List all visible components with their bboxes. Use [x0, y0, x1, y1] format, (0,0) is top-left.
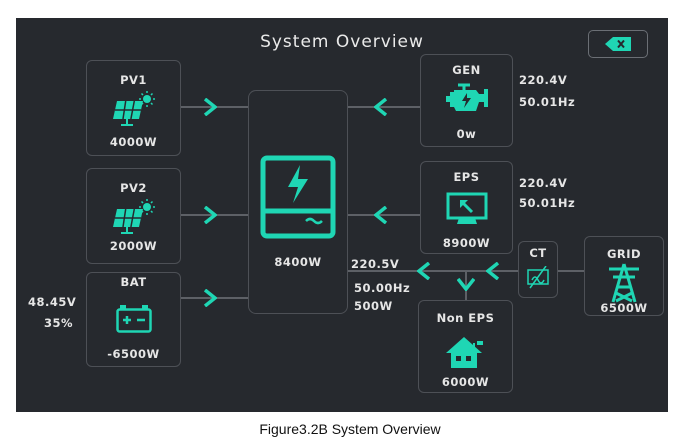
grid-label: GRID	[606, 247, 642, 261]
inverter-power: 8400W	[274, 255, 322, 269]
generator-engine-icon	[445, 83, 488, 111]
eps-label: EPS	[453, 170, 480, 184]
inverter-icon	[260, 155, 336, 239]
gen-power: 0w	[456, 127, 477, 141]
gen-frequency: 50.01Hz	[519, 95, 576, 109]
pv1-power: 4000W	[109, 135, 158, 149]
back-button[interactable]	[588, 30, 648, 58]
grid-power: 6500W	[600, 301, 648, 315]
pv2-card[interactable]: PV2 2000W	[86, 168, 181, 264]
figure-caption: Figure3.2B System Overview	[259, 421, 441, 437]
eps-card[interactable]: EPS 8900W	[420, 161, 513, 254]
backspace-icon	[605, 37, 631, 51]
eps-voltage: 220.4V	[519, 176, 568, 190]
gen-voltage: 220.4V	[519, 73, 568, 87]
pv2-power: 2000W	[109, 239, 158, 253]
grid-flow-arrow-left	[486, 262, 500, 280]
pv1-card[interactable]: PV1 4000W	[86, 60, 181, 156]
non-eps-power: 6000W	[441, 375, 490, 389]
gen-label: GEN	[452, 63, 481, 77]
non-eps-drop-line	[465, 270, 467, 300]
bat-voltage: 48.45V	[28, 295, 77, 309]
pv2-flow-arrow	[203, 206, 217, 224]
system-overview-screen: System Overview PV1 4000W PV2	[16, 18, 668, 412]
solar-panel-icon	[112, 91, 155, 126]
house-plug-icon	[445, 337, 483, 368]
non-eps-flow-arrow-down	[457, 277, 475, 291]
battery-icon	[115, 305, 152, 333]
bat-flow-arrow	[203, 289, 217, 307]
ct-card[interactable]: CT	[518, 241, 558, 298]
ct-label: CT	[529, 246, 547, 260]
pv1-flow-arrow	[203, 98, 217, 116]
output-voltage: 220.5V	[351, 257, 400, 271]
output-power: 500W	[354, 299, 393, 313]
monitor-icon	[446, 192, 487, 224]
bat-soc: 35%	[44, 316, 74, 330]
screen-title: System Overview	[260, 32, 424, 52]
transmission-tower-icon	[609, 263, 639, 303]
solar-panel-icon	[112, 199, 155, 234]
bat-card[interactable]: BAT -6500W	[86, 272, 181, 367]
eps-power: 8900W	[442, 236, 491, 250]
current-transformer-icon	[527, 266, 549, 289]
output-flow-arrow-left	[417, 262, 431, 280]
grid-card[interactable]: GRID 6500W	[584, 236, 664, 316]
gen-line	[348, 106, 420, 108]
non-eps-card[interactable]: Non EPS 6000W	[418, 300, 513, 393]
bat-label: BAT	[120, 275, 147, 289]
pv1-label: PV1	[120, 73, 147, 87]
bat-power: -6500W	[107, 347, 160, 361]
gen-card[interactable]: GEN 0w	[420, 54, 513, 147]
eps-line	[348, 214, 420, 216]
eps-flow-arrow	[374, 206, 388, 224]
pv2-label: PV2	[120, 181, 147, 195]
non-eps-label: Non EPS	[436, 311, 495, 325]
output-frequency: 50.00Hz	[354, 281, 411, 295]
eps-frequency: 50.01Hz	[519, 196, 576, 210]
inverter-card[interactable]: 8400W	[248, 90, 348, 314]
gen-flow-arrow	[374, 98, 388, 116]
